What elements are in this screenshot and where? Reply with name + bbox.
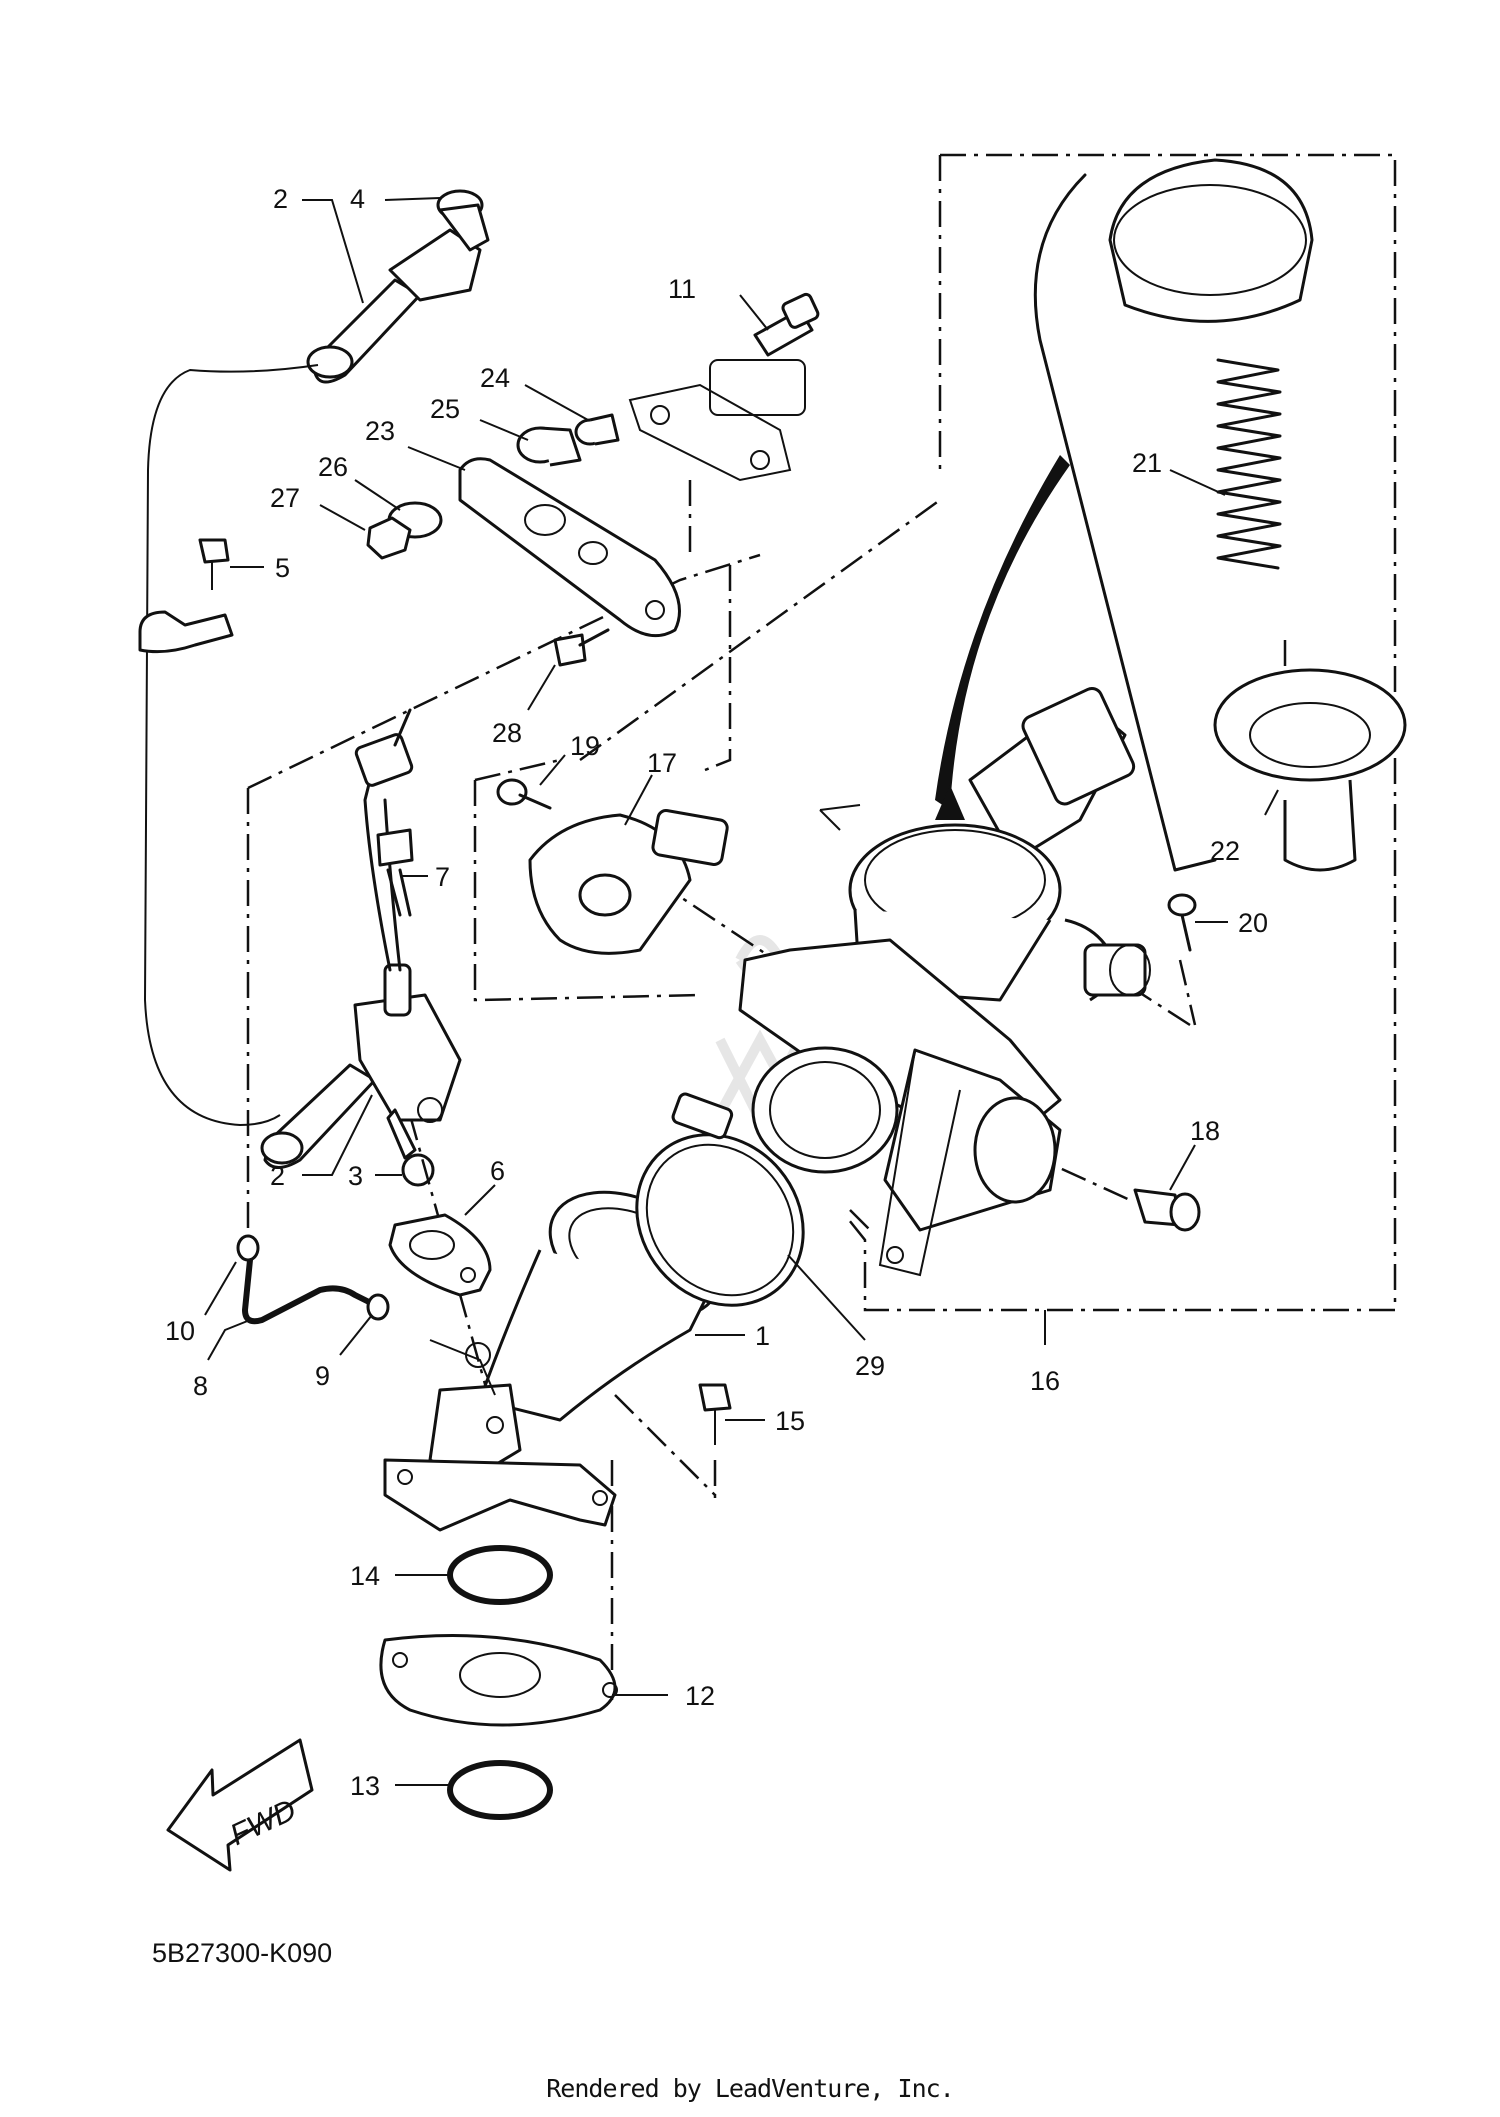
callout-3: 3 — [348, 1161, 363, 1191]
callout-1: 1 — [755, 1321, 770, 1351]
screw-part-20 — [1167, 893, 1197, 952]
callout-10: 10 — [165, 1316, 195, 1346]
clip-part-10 — [236, 1234, 260, 1262]
throttle-sensor-part-17 — [528, 809, 729, 955]
bolt-part-11 — [753, 292, 820, 357]
assembly-outline-16 — [844, 153, 1397, 1312]
screw-part-19 — [496, 778, 552, 810]
injector-harness — [354, 708, 414, 972]
bracket-part — [138, 610, 234, 654]
callout-7: 7 — [435, 862, 450, 892]
collar-part-24 — [574, 413, 620, 446]
callout-14: 14 — [350, 1561, 380, 1591]
injector-hose-loop — [143, 364, 319, 1127]
callout-16: 16 — [1030, 1366, 1060, 1396]
nut-part-27 — [366, 516, 412, 560]
bolt-part-15 — [698, 1383, 732, 1445]
callout-15: 15 — [775, 1406, 805, 1436]
o-ring-part-13 — [447, 1760, 553, 1820]
diaphragm-cover-part — [1108, 158, 1314, 323]
screw-part-18 — [1133, 1188, 1201, 1232]
callout-18: 18 — [1190, 1116, 1220, 1146]
callout-19: 19 — [570, 731, 600, 761]
leader-lines — [204, 197, 1279, 1786]
bolt-part-5 — [198, 538, 230, 590]
callout-9: 9 — [315, 1361, 330, 1391]
callout-22: 22 — [1210, 836, 1240, 866]
callout-21: 21 — [1132, 448, 1162, 478]
callout-24: 24 — [480, 363, 510, 393]
callout-2a: 2 — [273, 184, 288, 214]
callout-numbers: 4 2 11 24 25 23 26 27 5 28 19 17 7 21 22… — [165, 184, 1268, 1801]
callout-26: 26 — [318, 452, 348, 482]
callout-29: 29 — [855, 1351, 885, 1381]
o-ring-part-3 — [401, 1153, 435, 1187]
callout-25: 25 — [430, 394, 460, 424]
assembly-outline-sensor — [246, 498, 941, 1250]
callout-17: 17 — [647, 748, 677, 778]
joint-part-6 — [388, 1213, 492, 1297]
callout-20: 20 — [1238, 908, 1268, 938]
callout-2b: 2 — [270, 1161, 285, 1191]
intake-manifold-part-1 — [383, 1190, 722, 1532]
callout-4: 4 — [350, 184, 365, 214]
render-credit-footer: Rendered by LeadVenture, Inc. — [546, 2074, 955, 2103]
injector-part-2-lower — [260, 963, 462, 1169]
cover-indicator-arrow — [935, 173, 1217, 872]
injector-part-2-upper — [306, 189, 490, 384]
clamp-part-29 — [635, 1092, 805, 1307]
gasket-part-12 — [379, 1634, 618, 1727]
sensor-plate-part-23 — [458, 457, 681, 638]
callout-28: 28 — [492, 718, 522, 748]
spring-part-21 — [1216, 358, 1282, 570]
callout-8: 8 — [193, 1371, 208, 1401]
callout-12: 12 — [685, 1681, 715, 1711]
o-ring-part-14 — [447, 1545, 553, 1605]
callout-23: 23 — [365, 416, 395, 446]
throttle-body-part-16 — [738, 686, 1151, 1277]
callout-6: 6 — [490, 1156, 505, 1186]
clip-part-9 — [366, 1293, 390, 1321]
callout-27: 27 — [270, 483, 300, 513]
callout-5: 5 — [275, 553, 290, 583]
sensor-bracket — [628, 359, 806, 482]
collar-part-25 — [516, 426, 582, 467]
hose-part-8 — [242, 1257, 378, 1325]
bolt-part-28 — [553, 628, 610, 667]
callout-13: 13 — [350, 1771, 380, 1801]
callout-11: 11 — [668, 274, 696, 304]
fwd-arrow-icon: FWD — [166, 1738, 314, 1872]
bolt-part-7 — [376, 828, 414, 917]
piston-part-22 — [1213, 668, 1407, 872]
diagram-part-code: 5B27300-K090 — [152, 1938, 333, 1968]
